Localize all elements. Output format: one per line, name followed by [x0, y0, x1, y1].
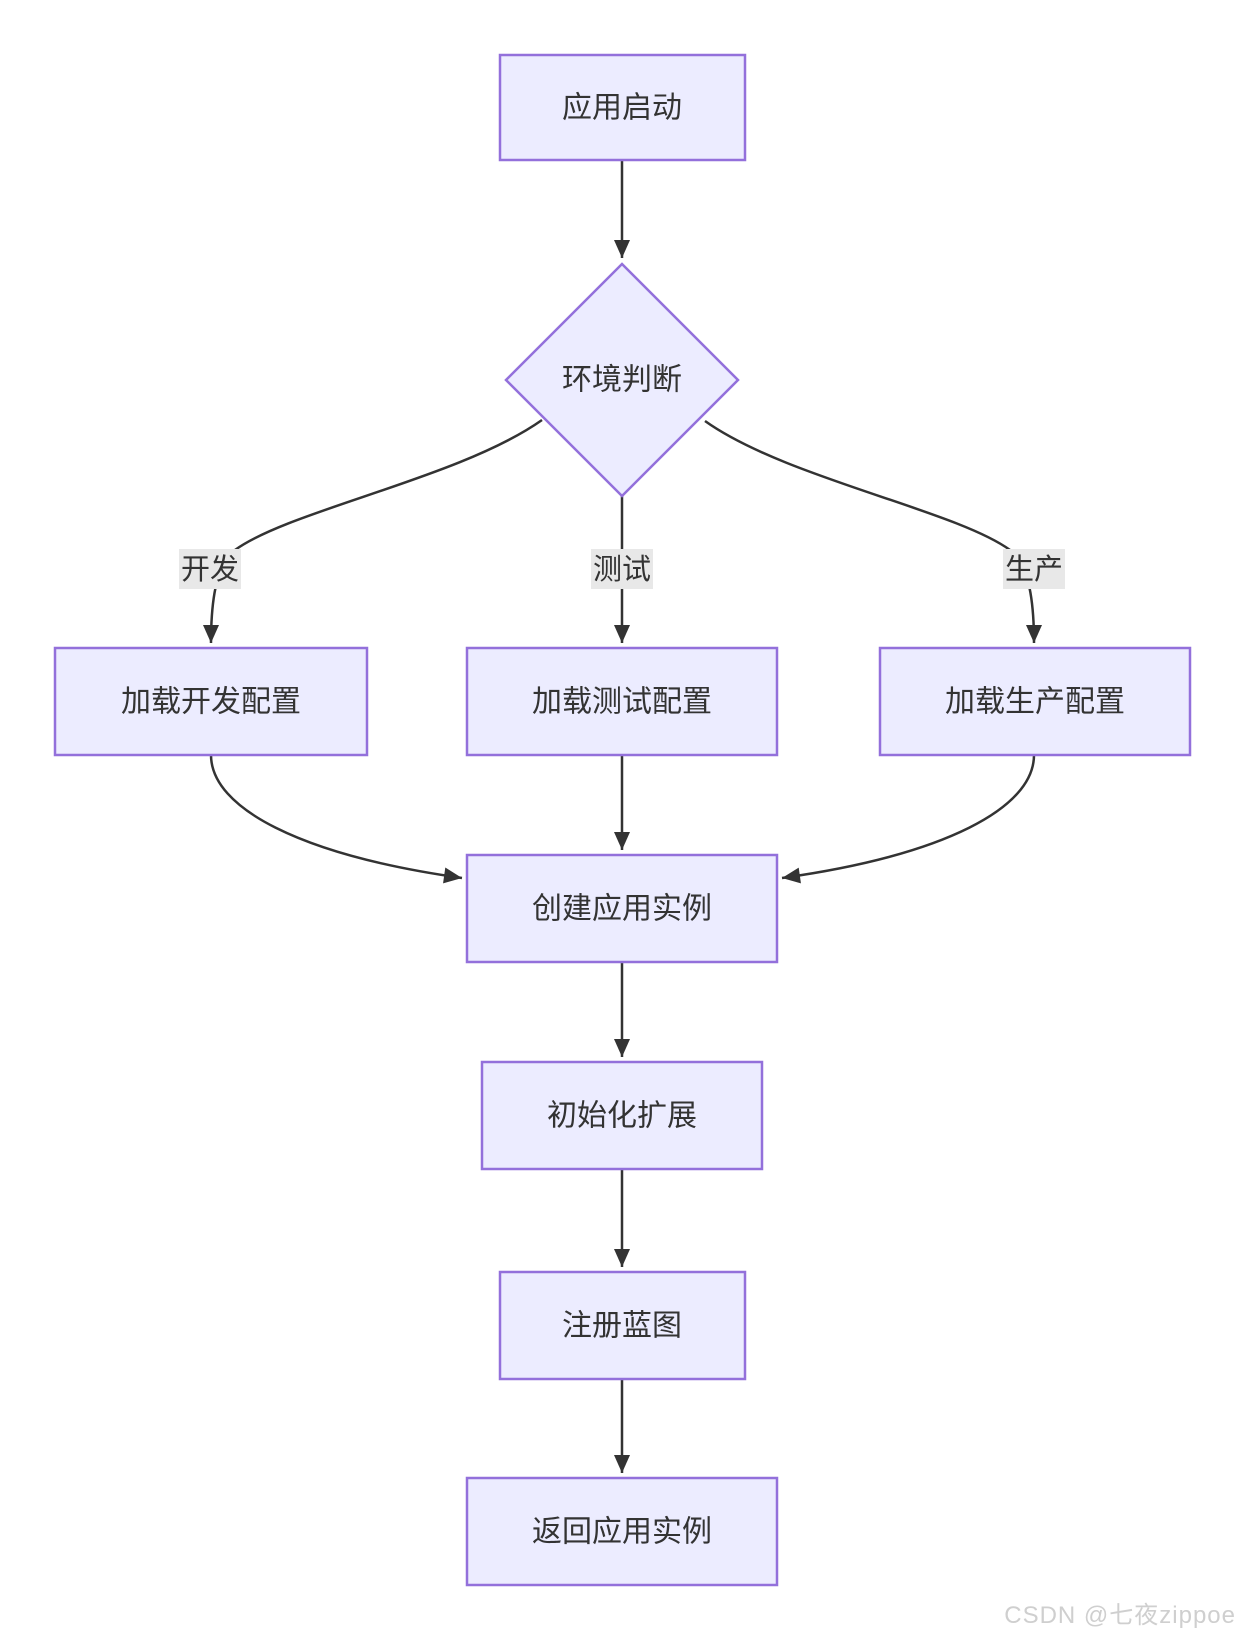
- node-load-prod-shape: [878, 646, 1192, 757]
- edge-label-dev-text: 开发: [181, 553, 239, 586]
- node-blueprint-label: 注册蓝图: [562, 1310, 682, 1343]
- node-start: 应用启动: [498, 53, 747, 162]
- edge-label-prod-text: 生产: [1005, 553, 1063, 586]
- node-load-prod: 加载生产配置: [878, 646, 1192, 757]
- node-decision-label: 环境判断: [562, 364, 682, 397]
- node-return-label: 返回应用实例: [532, 1516, 712, 1549]
- node-return: 返回应用实例: [465, 1476, 779, 1587]
- watermark: CSDN @七夜zippoe: [1004, 1602, 1236, 1629]
- node-load-prod-label: 加载生产配置: [945, 686, 1125, 719]
- node-load-dev-shape: [53, 646, 369, 757]
- node-blueprint-shape: [498, 1270, 747, 1381]
- node-init-ext-shape: [480, 1060, 764, 1171]
- edge-label-prod-background: [1003, 549, 1065, 589]
- edge-label-test: 测试: [591, 549, 653, 589]
- node-start-label: 应用启动: [562, 92, 682, 125]
- edge-layer: [203, 160, 1042, 1473]
- edge-load-prod-to-create: [781, 754, 1036, 884]
- edge-load-dev-to-create: [209, 754, 463, 884]
- node-create-shape: [465, 853, 779, 964]
- node-decision: 环境判断: [504, 262, 740, 498]
- node-create: 创建应用实例: [465, 853, 779, 964]
- node-load-test-label: 加载测试配置: [532, 686, 712, 719]
- node-init-ext-label: 初始化扩展: [547, 1100, 697, 1133]
- edge-label-dev-background: [179, 549, 241, 589]
- node-decision-shape: [504, 262, 740, 498]
- node-load-dev: 加载开发配置: [53, 646, 369, 757]
- edge-label-test-text: 测试: [593, 553, 651, 586]
- edge-label-dev: 开发: [179, 549, 241, 589]
- edge-decision-to-load-prod: [704, 419, 1042, 644]
- edge-label-prod: 生产: [1003, 549, 1065, 589]
- node-create-label: 创建应用实例: [532, 893, 712, 926]
- node-init-ext: 初始化扩展: [480, 1060, 764, 1171]
- node-start-shape: [498, 53, 747, 162]
- node-return-shape: [465, 1476, 779, 1587]
- node-load-test: 加载测试配置: [465, 646, 779, 757]
- node-load-test-shape: [465, 646, 779, 757]
- node-blueprint: 注册蓝图: [498, 1270, 747, 1381]
- edge-decision-to-load-dev: [203, 418, 543, 644]
- node-load-dev-label: 加载开发配置: [121, 686, 301, 719]
- edge-label-test-background: [591, 549, 653, 589]
